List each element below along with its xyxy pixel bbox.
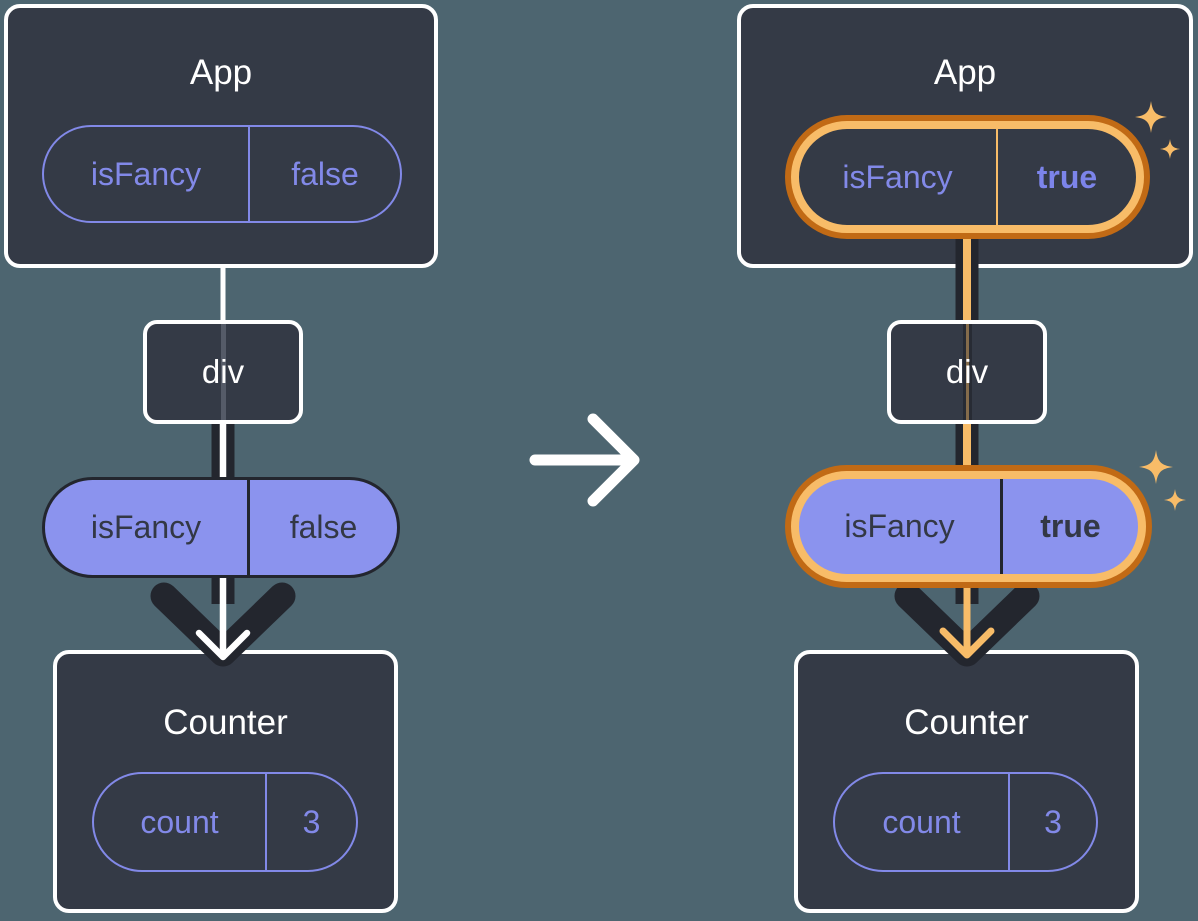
- div-label: div: [945, 353, 989, 390]
- transition-arrow-icon: [529, 413, 640, 507]
- app-title: App: [933, 53, 997, 92]
- div-component-box-right: div: [887, 320, 1047, 424]
- counter-title: Counter: [163, 703, 288, 742]
- wire-through-div-icon: [962, 324, 972, 420]
- prop-value-label: true: [996, 129, 1136, 225]
- isfancy-prop-pill-app-right: isFancy true: [791, 121, 1144, 233]
- isfancy-prop-pill-app-left: isFancy false: [42, 125, 402, 223]
- isfancy-prop-pill-passed-right: isFancy true: [791, 471, 1146, 582]
- div-component-box-left: div: [143, 320, 303, 424]
- prop-name-label: isFancy: [90, 509, 202, 545]
- prop-flow-arrow-right: [894, 582, 1040, 667]
- count-state-pill-right: count 3: [833, 772, 1098, 872]
- prop-value-label: true: [1000, 479, 1138, 574]
- wire-through-div-icon: [220, 324, 226, 420]
- prop-value-label: false: [247, 480, 397, 575]
- sparkles-icon: [1139, 450, 1186, 511]
- count-state-pill-left: count 3: [92, 772, 358, 872]
- prop-name-label: isFancy: [842, 158, 953, 195]
- isfancy-prop-pill-passed-left: isFancy false: [42, 477, 400, 578]
- prop-name-label: isFancy: [90, 155, 202, 192]
- prop-value-label: false: [248, 127, 400, 221]
- state-name-label: count: [882, 803, 961, 840]
- app-title: App: [189, 53, 253, 92]
- prop-name-label: isFancy: [844, 508, 955, 544]
- div-label: div: [201, 353, 245, 390]
- state-value-label: 3: [1008, 774, 1096, 870]
- state-value-label: 3: [265, 774, 356, 870]
- state-name-label: count: [140, 803, 219, 840]
- counter-title: Counter: [904, 703, 1029, 742]
